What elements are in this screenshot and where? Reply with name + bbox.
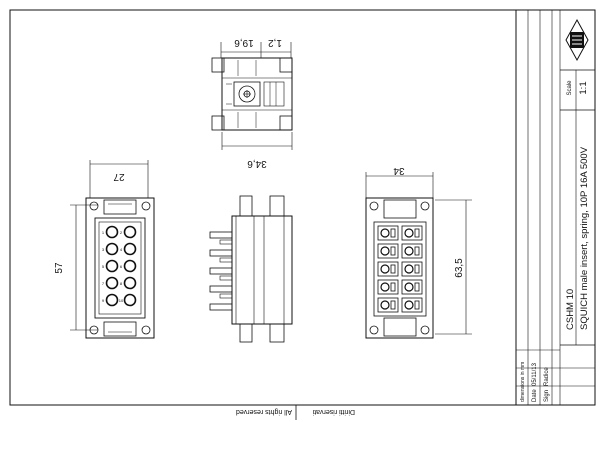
wire-entry-hole xyxy=(404,264,414,274)
terminal-cell xyxy=(401,225,423,241)
wire-entry-hole xyxy=(380,300,390,310)
wire-entry-hole xyxy=(404,300,414,310)
terminal-cell xyxy=(401,261,423,277)
footer-left-text: All rights reserved xyxy=(236,408,292,415)
top-view: 19,6 1,2 34,6 xyxy=(211,37,293,169)
spring-release-slot xyxy=(414,282,420,292)
pin-number: 4 xyxy=(120,247,123,252)
wire-entry-hole xyxy=(404,282,414,292)
terminal-cell xyxy=(377,297,399,313)
wire-entry-hole xyxy=(380,228,390,238)
terminal-cell xyxy=(377,261,399,277)
sheet-border xyxy=(9,9,596,406)
part-code: CSHM 10 xyxy=(565,289,576,330)
scale-value: 1:1 xyxy=(578,81,589,94)
dim-63-5: 63,5 xyxy=(454,258,465,278)
terminal-cell xyxy=(377,279,399,295)
part-description: SQUICH male insert, spring, 10P 16A 500V xyxy=(579,146,590,330)
pin-number: 8 xyxy=(120,281,123,286)
terminal-cell xyxy=(377,243,399,259)
pin-number: 1 xyxy=(102,230,105,235)
spring-release-slot xyxy=(414,300,420,310)
spring-terminal-grid xyxy=(377,225,423,313)
pin-number: 5 xyxy=(102,264,105,269)
wire-entry-hole xyxy=(380,282,390,292)
pin-number: 9 xyxy=(102,298,105,303)
terminal-cell xyxy=(401,243,423,259)
contact-pin xyxy=(123,276,137,290)
pin-grid: 1 2 3 4 5 6 7 8 9 10 xyxy=(102,225,137,307)
spring-release-slot xyxy=(414,228,420,238)
side-view xyxy=(209,195,293,343)
contact-pin xyxy=(105,242,119,256)
spring-release-slot xyxy=(390,264,396,274)
wire-entry-hole xyxy=(380,264,390,274)
terminal-cell xyxy=(401,279,423,295)
contact-pin xyxy=(123,242,137,256)
contact-pin xyxy=(105,225,119,239)
pin-number: 3 xyxy=(102,247,105,252)
company-logo xyxy=(565,18,589,62)
dim-34: 34 xyxy=(393,165,405,176)
dim-1-2: 1,2 xyxy=(268,37,282,48)
dim-57: 57 xyxy=(54,262,65,274)
wire-entry-hole xyxy=(404,228,414,238)
pin-number: 6 xyxy=(120,264,123,269)
contact-pin xyxy=(123,259,137,273)
dim-19-6: 19,6 xyxy=(234,37,254,48)
terminal-cell xyxy=(377,225,399,241)
pin-number: 2 xyxy=(120,230,123,235)
title-block: Scale 1:1 CSHM 10 SQUICH male insert, sp… xyxy=(515,10,595,405)
date-label: Date xyxy=(532,389,538,402)
sign-value: Radice xyxy=(544,367,550,386)
contact-pin xyxy=(123,225,137,239)
rear-view: 34 63,5 xyxy=(365,165,472,339)
sign-label: Sign xyxy=(544,390,550,402)
footer: All rights reserved Diritti riservati xyxy=(236,405,355,420)
scale-label: Scale xyxy=(567,80,573,96)
front-view: 27 57 1 2 3 4 5 6 7 8 9 10 xyxy=(54,160,155,339)
footer-right-text: Diritti riservati xyxy=(312,408,355,415)
spring-release-slot xyxy=(414,264,420,274)
date-value: 05/11/13 xyxy=(532,362,538,386)
spring-release-slot xyxy=(390,282,396,292)
spring-release-slot xyxy=(390,300,396,310)
dim-27: 27 xyxy=(113,171,125,182)
spring-release-slot xyxy=(390,228,396,238)
contact-pin xyxy=(105,293,119,307)
contact-pin xyxy=(105,259,119,273)
contact-pin xyxy=(123,293,137,307)
wire-entry-hole xyxy=(404,246,414,256)
pin-number: 10 xyxy=(119,298,124,303)
dim-34-6: 34,6 xyxy=(247,158,267,169)
wire-entry-hole xyxy=(380,246,390,256)
spring-release-slot xyxy=(414,246,420,256)
dimensions-note: dimensions in mm xyxy=(520,362,526,402)
pin-number: 7 xyxy=(102,281,105,286)
spring-release-slot xyxy=(390,246,396,256)
terminal-cell xyxy=(401,297,423,313)
contact-pin xyxy=(105,276,119,290)
